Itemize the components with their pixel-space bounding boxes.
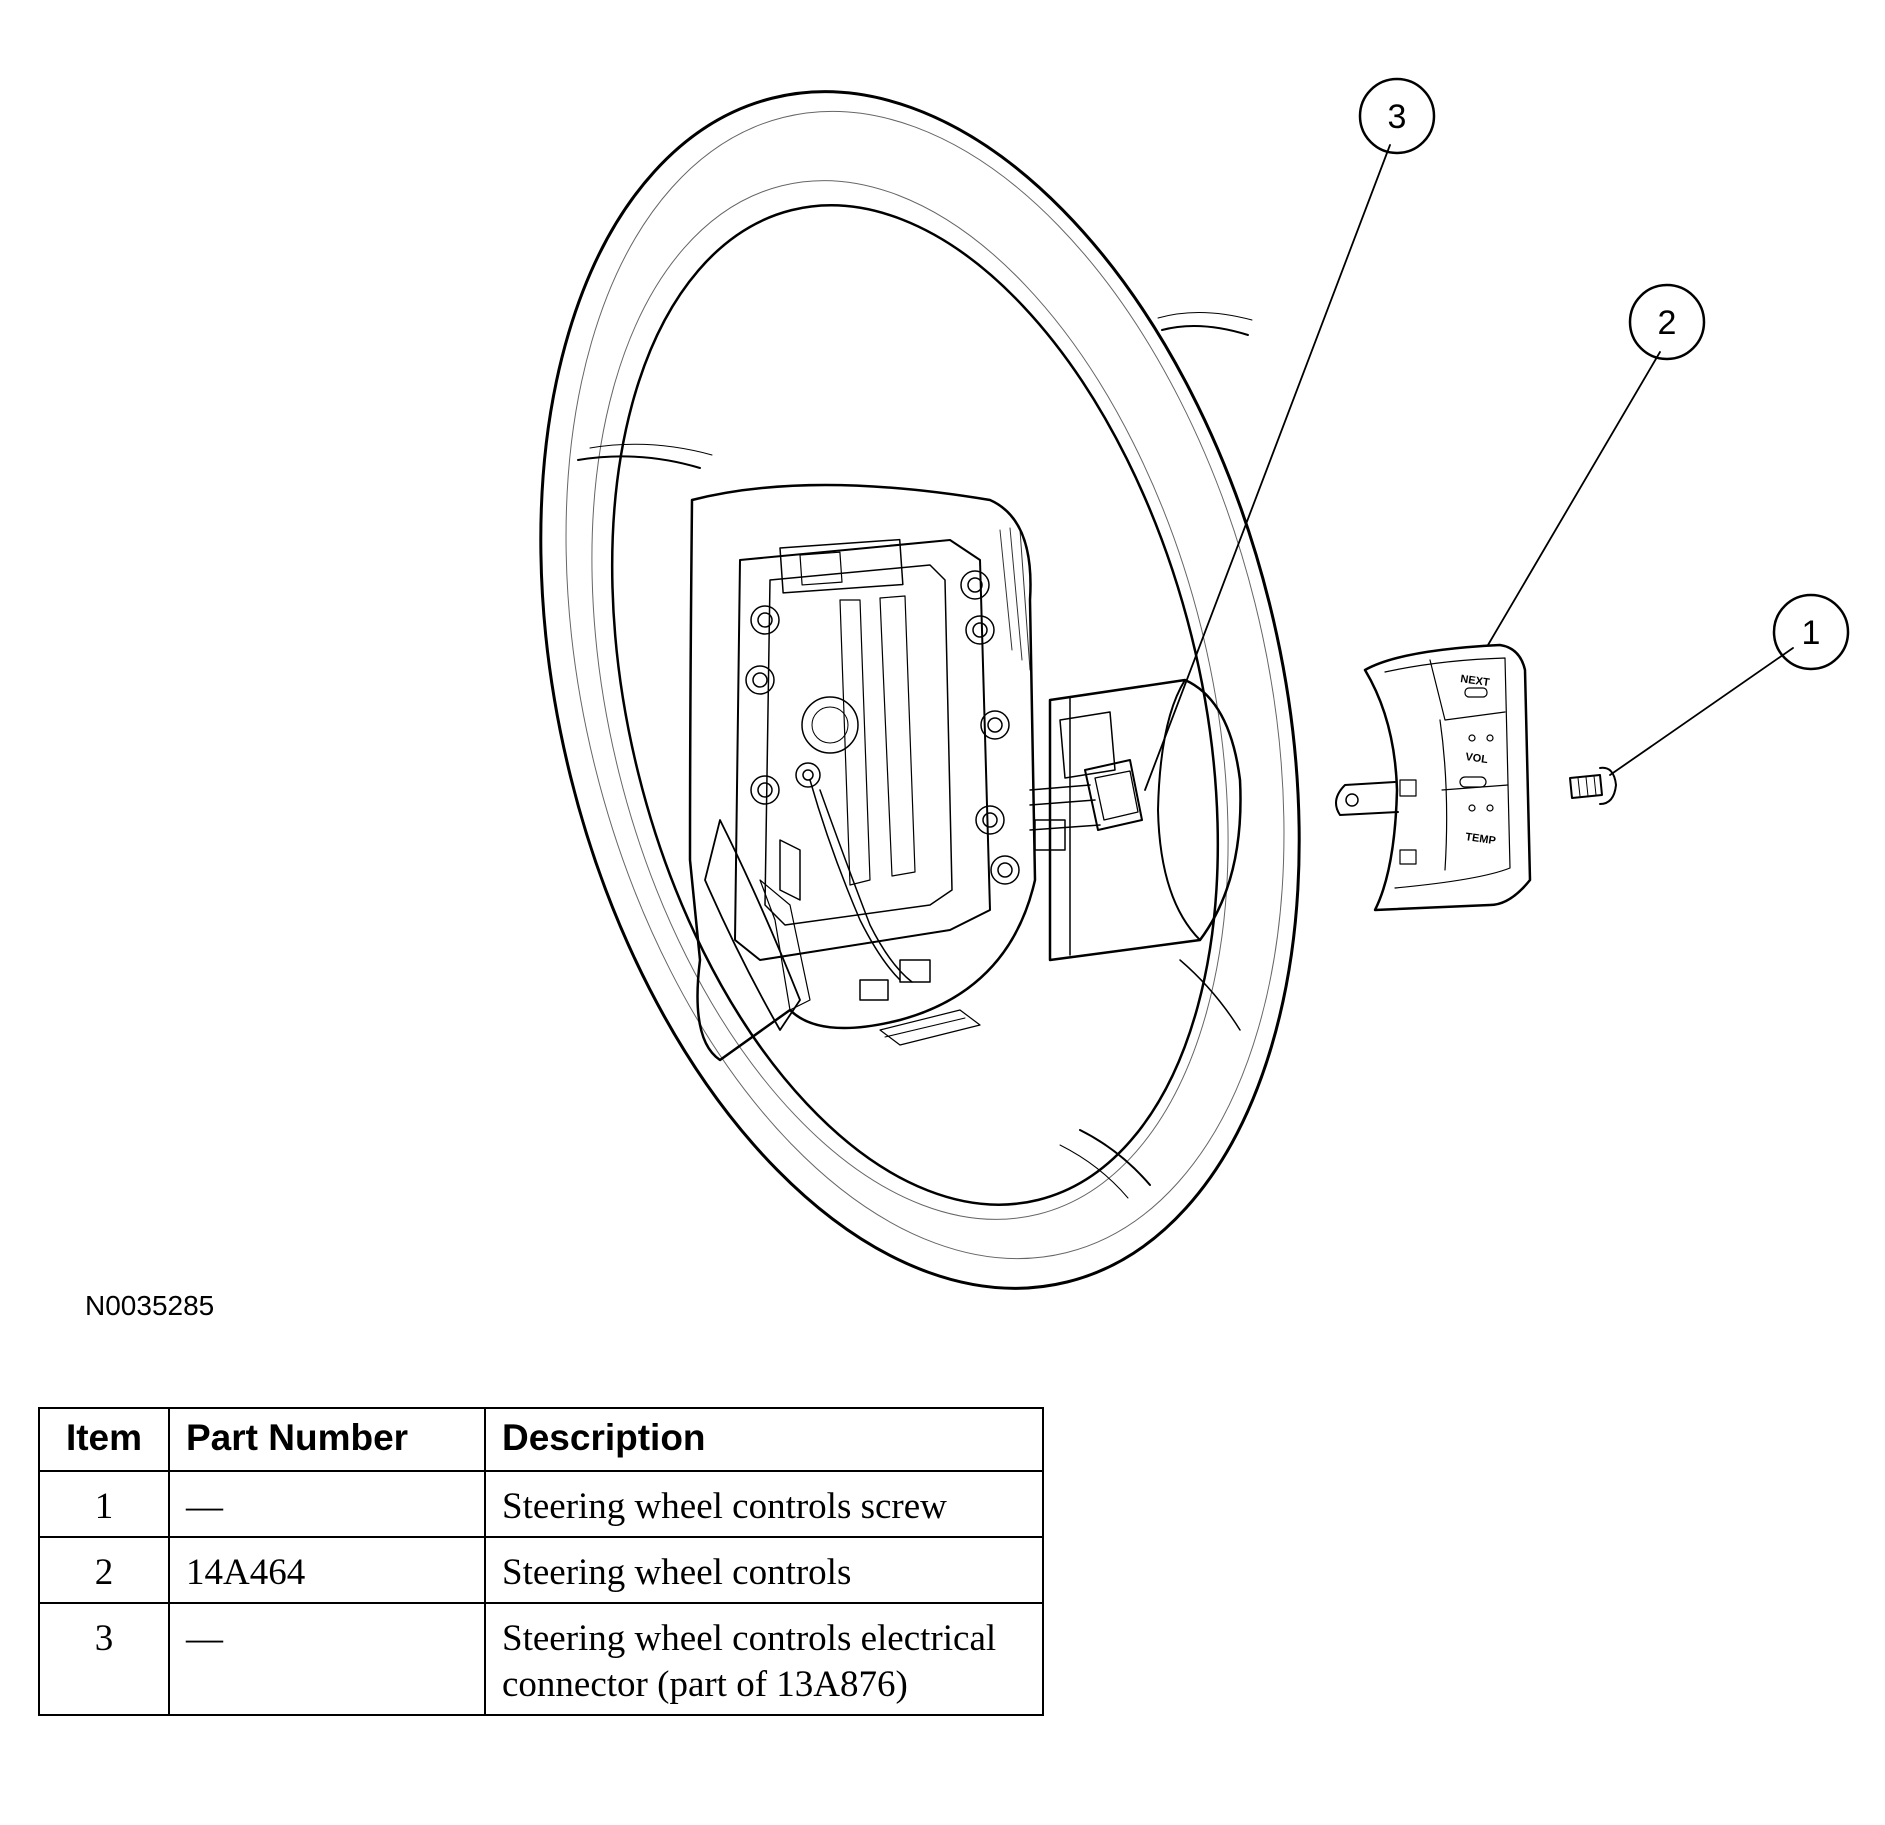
table-row: 1 — Steering wheel controls screw [38, 1470, 1044, 1538]
cell-part-number: 14A464 [168, 1536, 486, 1604]
table-row: 2 14A464 Steering wheel controls [38, 1536, 1044, 1604]
steering-wheel-controls-2: NEXT VOL TEMP [1336, 645, 1530, 910]
header-part-number: Part Number [168, 1407, 486, 1472]
callout-3: 3 [1360, 79, 1434, 153]
callout-2-label: 2 [1658, 304, 1677, 342]
steering-column-hub [1030, 680, 1241, 960]
header-description: Description [484, 1407, 1044, 1472]
table-row: 3 — Steering wheel controls electrical c… [38, 1602, 1044, 1716]
cell-part-number: — [168, 1602, 486, 1716]
cell-description: Steering wheel controls [484, 1536, 1044, 1604]
callout-1-label: 1 [1802, 614, 1821, 652]
parts-table: Item Part Number Description 1 — Steerin… [38, 1407, 1044, 1716]
control-label-temp: TEMP [1465, 831, 1497, 847]
cell-part-number: — [168, 1470, 486, 1538]
cell-item: 2 [38, 1536, 170, 1604]
callout-leaders [1145, 145, 1793, 790]
cell-item: 1 [38, 1470, 170, 1538]
steering-wheel-rim [423, 11, 1417, 1290]
header-item: Item [38, 1407, 170, 1472]
control-label-next: NEXT [1460, 673, 1491, 689]
figure-id: N0035285 [85, 1290, 215, 1321]
callout-1: 1 [1774, 595, 1848, 669]
control-label-vol: VOL [1465, 751, 1489, 766]
steering-wheel-controls-screw-1 [1570, 768, 1616, 804]
table-header-row: Item Part Number Description [38, 1407, 1044, 1472]
callout-2: 2 [1630, 285, 1704, 359]
cell-description: Steering wheel controls electrical conne… [484, 1602, 1044, 1716]
cell-item: 3 [38, 1602, 170, 1716]
steering-wheel-exploded-view: NEXT VOL TEMP 3 2 1 [0, 0, 1885, 1290]
steering-wheel-hub [690, 485, 1035, 1060]
electrical-connector-3 [1030, 760, 1142, 850]
callout-3-label: 3 [1388, 98, 1407, 136]
cell-description: Steering wheel controls screw [484, 1470, 1044, 1538]
